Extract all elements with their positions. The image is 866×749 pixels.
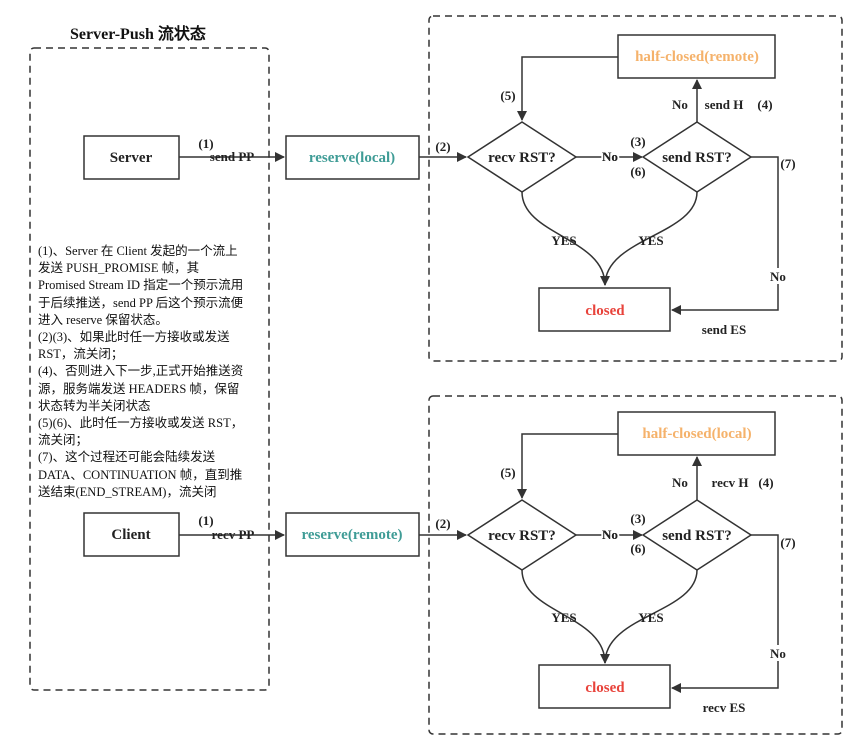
reserve-remote-label: reserve(remote) xyxy=(301,527,402,543)
server-no-mid-bg: No xyxy=(602,149,618,164)
client-recv-rst-label: recv RST? xyxy=(488,528,556,544)
client-yes-right-arrow xyxy=(604,569,698,664)
client-step7-arrow xyxy=(671,534,779,693)
server-step1-label: (1) xyxy=(198,136,213,151)
note-line: 进入 reserve 保留状态。 xyxy=(38,312,168,327)
left-dashed-container xyxy=(29,47,270,691)
client-closed-box xyxy=(538,664,671,709)
server-no-right-bg xyxy=(768,268,788,284)
server-step3-label: (3) xyxy=(630,134,645,149)
client-no-right-label: No xyxy=(770,646,786,661)
client-step2-label: (2) xyxy=(435,516,450,531)
send-pp-label: send PP xyxy=(210,149,254,164)
client-no-right-bg xyxy=(768,645,788,661)
server-step7-label: (7) xyxy=(780,156,795,171)
server-send-rst-label: send RST? xyxy=(662,150,732,166)
client-no-mid-bg: No xyxy=(602,527,618,542)
note-line: (7)、这个过程还可能会陆续发送 xyxy=(38,450,216,465)
note-line: 于后续推送，send PP 后这个预示流便 xyxy=(38,295,244,310)
client-yes-left-arrow xyxy=(521,569,610,664)
server-yes-left-arrow xyxy=(521,191,610,286)
client-step4-label: (4) xyxy=(758,475,773,490)
note-line: DATA、CONTINUATION 帧，直到推 xyxy=(38,467,243,482)
server-closed-label: closed xyxy=(585,303,625,319)
client-closed-label: closed xyxy=(585,680,625,696)
reserve-local-box xyxy=(285,135,420,180)
server-step5-label: (5) xyxy=(500,88,515,103)
note-line: (4)、否则进入下一步,正式开始推送资 xyxy=(38,364,244,379)
note-line: (1)、Server 在 Client 发起的一个流上 xyxy=(38,244,238,258)
server-send-h-label: send H xyxy=(705,97,744,112)
client-actor-label: Client xyxy=(111,527,150,543)
client-step5-label: (5) xyxy=(500,465,515,480)
note-line: (5)(6)、此时任一方接收或发送 RST， xyxy=(38,416,244,431)
note-line: (2)(3)、如果此时任一方接收或发送 xyxy=(38,330,230,345)
server-yes-left-label: YES xyxy=(551,233,576,248)
reserve-local-label: reserve(local) xyxy=(309,150,395,166)
client-recv-es-label: recv ES xyxy=(703,700,746,715)
server-step7-arrow xyxy=(671,156,779,315)
half-closed-remote-label: half-closed(remote) xyxy=(635,49,759,65)
client-recv-h-label: recv H xyxy=(712,475,749,490)
client-flow: Client (1) recv PP reserve(remote) (2) r… xyxy=(83,411,796,715)
diagram-title: Server-Push 流状态 xyxy=(70,26,206,43)
note-line: 发送 PUSH_PROMISE 帧，其 xyxy=(38,261,200,276)
note-line: RST，流关闭； xyxy=(38,347,124,362)
note-line: 送结束(END_STREAM)，流关闭 xyxy=(38,484,217,499)
client-actor-box xyxy=(83,512,180,557)
server-step2-label: (2) xyxy=(435,139,450,154)
server-no-mid-label: No xyxy=(602,149,618,164)
recv-pp-label: recv PP xyxy=(212,527,255,542)
server-closed-box xyxy=(538,287,671,332)
note-line: 流关闭； xyxy=(38,433,89,448)
server-actor-label: Server xyxy=(110,150,153,166)
server-step5-arrow xyxy=(517,56,618,121)
client-step6-label: (6) xyxy=(630,541,645,556)
server-step4-label: (4) xyxy=(757,97,772,112)
server-actor-box xyxy=(83,135,180,180)
server-no-right-label: No xyxy=(770,269,786,284)
server-yes-right-label: YES xyxy=(638,233,663,248)
server-recv-rst-label: recv RST? xyxy=(488,150,556,166)
client-step1-label: (1) xyxy=(198,513,213,528)
note-line: Promised Stream ID 指定一个预示流用 xyxy=(38,278,244,293)
client-no-mid-label: No xyxy=(602,527,618,542)
server-yes-right-arrow xyxy=(604,191,698,286)
note-line: 状态转为半关闭状态 xyxy=(38,398,151,413)
client-state-container xyxy=(428,395,843,735)
client-yes-right-label: YES xyxy=(638,610,663,625)
client-no-up-label: No xyxy=(672,475,688,490)
half-closed-local-label: half-closed(local) xyxy=(642,426,751,442)
client-step3-label: (3) xyxy=(630,511,645,526)
half-closed-remote-box xyxy=(617,34,776,79)
server-no-up-label: No xyxy=(672,97,688,112)
server-flow: Server (1) send PP reserve(local) (2) re… xyxy=(83,34,796,337)
server-send-es-label: send ES xyxy=(702,322,746,337)
reserve-remote-box xyxy=(285,512,420,557)
client-yes-left-label: YES xyxy=(551,610,576,625)
client-send-rst-label: send RST? xyxy=(662,528,732,544)
explanation-notes: (1)、Server 在 Client 发起的一个流上 发送 PUSH_PROM… xyxy=(38,243,270,501)
client-step7-label: (7) xyxy=(780,535,795,550)
server-step6-label: (6) xyxy=(630,164,645,179)
note-line: 源，服务端发送 HEADERS 帧，保留 xyxy=(38,381,240,396)
client-step5-arrow xyxy=(517,433,618,499)
half-closed-local-box xyxy=(617,411,776,456)
server-state-container xyxy=(428,15,843,362)
